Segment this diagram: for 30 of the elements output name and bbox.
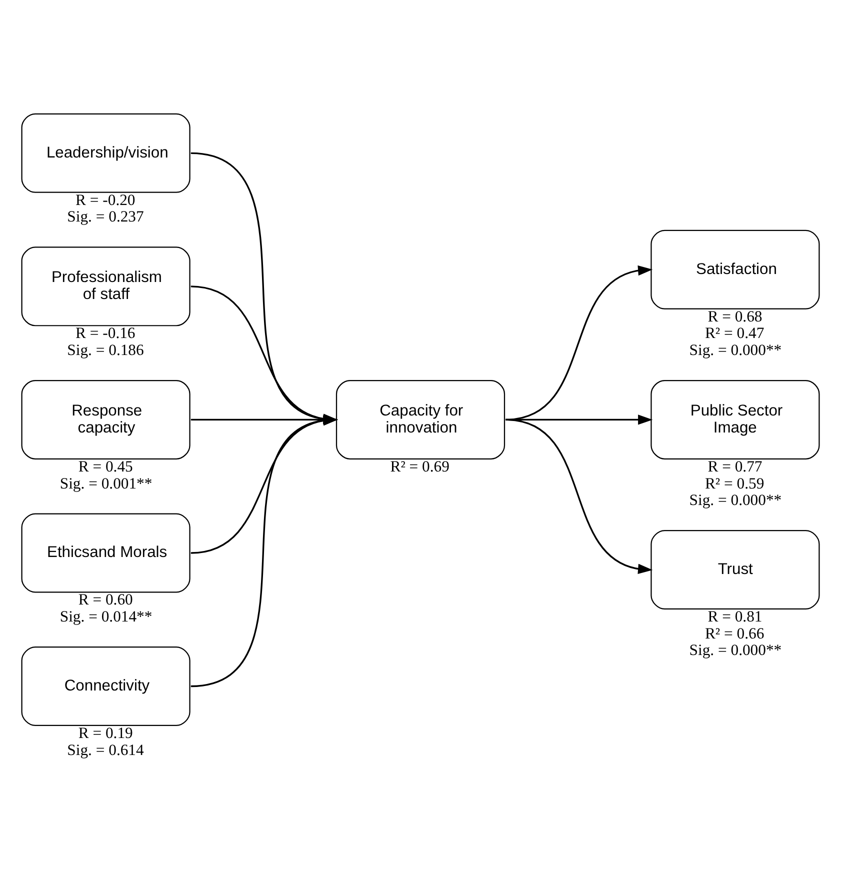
node-label: R = -0.16 <box>76 325 136 342</box>
node-box: Connectivity <box>21 646 190 726</box>
node-label: R = 0.81 <box>708 608 762 626</box>
node-box: Satisfaction <box>650 230 820 310</box>
arrow <box>506 418 653 574</box>
node-box: Professionalism of staff <box>21 246 190 326</box>
node-box: Trust <box>650 530 820 610</box>
node-label: Sig. = 0.186 <box>67 342 144 359</box>
node-label: Sig. = 0.614 <box>67 742 144 759</box>
node-label: R = 0.60 <box>78 592 133 609</box>
node-box: Response capacity <box>21 380 190 460</box>
node-box: Leadership/vision <box>21 113 190 193</box>
node-label: Sig. = 0.000** <box>689 492 782 510</box>
node-label: Sig. = 0.014** <box>60 608 152 626</box>
node-label: Sig. = 0.000** <box>689 342 782 359</box>
node-label: R = 0.77 <box>708 458 762 476</box>
node-label: R = 0.68 <box>708 308 762 326</box>
node-label: Sig. = 0.237 <box>67 208 144 226</box>
node-box: Capacity for innovation <box>336 380 506 460</box>
node-label: R = 0.45 <box>78 458 133 476</box>
node-label: Sig. = 0.000** <box>689 642 782 660</box>
node-label: R² = 0.66 <box>704 625 764 642</box>
node-label: R = -0.20 <box>76 192 136 209</box>
node-label: R² = 0.69 <box>390 458 450 476</box>
node-label: Sig. = 0.001** <box>60 475 152 492</box>
node-label: R = 0.19 <box>78 724 133 742</box>
node-label: R² = 0.59 <box>704 475 764 492</box>
node-label: R² = 0.47 <box>704 325 764 342</box>
node-box: Public Sector Image <box>650 380 820 460</box>
node-box: Ethicsand Morals <box>21 513 190 593</box>
